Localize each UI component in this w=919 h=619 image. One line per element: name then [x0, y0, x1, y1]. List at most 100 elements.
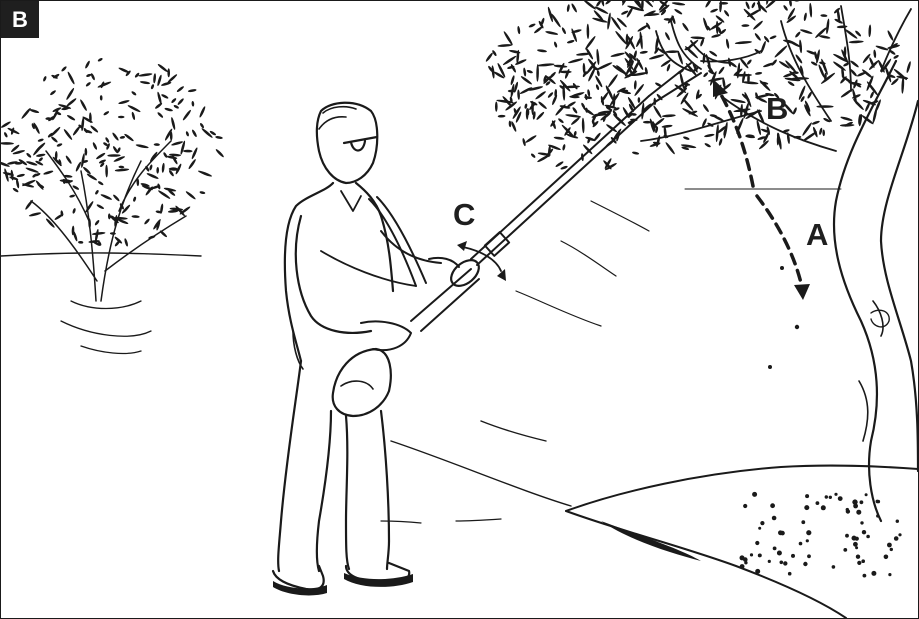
leaf-mark	[164, 107, 173, 112]
leaf-mark	[530, 153, 536, 159]
leaf-mark	[65, 87, 75, 100]
leaf-mark	[582, 118, 585, 133]
leaf-mark	[215, 148, 225, 158]
leaf-mark	[751, 2, 756, 9]
leaf-mark	[120, 136, 126, 140]
leaf-mark	[29, 212, 42, 218]
fallen-olive	[816, 501, 820, 505]
leaf-mark	[708, 77, 724, 83]
leaf-mark	[533, 25, 543, 34]
leaf-mark	[752, 20, 763, 30]
leaf-mark	[553, 136, 564, 140]
leaf-mark	[610, 52, 625, 58]
leaf-mark	[38, 157, 43, 162]
leaf-mark	[583, 63, 586, 74]
leaf-mark	[607, 12, 612, 29]
fallen-olive	[770, 503, 775, 508]
leaf-mark	[485, 52, 494, 63]
leaf-mark	[840, 116, 853, 122]
leaf-mark	[769, 35, 777, 40]
fallen-olive	[843, 548, 847, 552]
leaf-mark	[127, 104, 141, 113]
leaf-mark	[124, 238, 129, 247]
leaf-mark	[584, 94, 588, 101]
leaf-mark	[807, 91, 813, 99]
fallen-olive	[861, 559, 865, 563]
leaf-mark	[149, 151, 158, 162]
leaf-mark	[856, 71, 867, 77]
callout-c: C	[453, 199, 475, 230]
leaf-mark	[88, 218, 91, 228]
leaf-mark	[3, 132, 8, 138]
leaf-mark	[537, 154, 551, 163]
leaf-mark	[131, 112, 136, 121]
leaf-mark	[140, 81, 151, 85]
fallen-olive	[821, 505, 826, 510]
leaf-mark	[24, 199, 33, 210]
leaf-mark	[893, 68, 908, 81]
leaf-mark	[716, 21, 719, 34]
fallen-olive	[780, 561, 784, 565]
fallen-olive	[834, 493, 837, 496]
leaf-mark	[150, 84, 154, 90]
leaf-mark	[498, 115, 506, 118]
leaf-mark	[526, 69, 533, 74]
leaf-mark	[50, 126, 61, 137]
leaf-mark	[873, 49, 876, 58]
leaf-mark	[820, 14, 827, 17]
leaf-mark	[182, 109, 192, 121]
leaf-mark	[570, 117, 580, 126]
leaf-mark	[107, 154, 120, 157]
leaf-mark	[644, 13, 660, 17]
leaf-mark	[704, 142, 711, 148]
leaf-mark	[170, 117, 176, 130]
leaf-mark	[97, 81, 112, 89]
leaf-mark	[536, 64, 539, 82]
leaf-mark	[96, 204, 104, 210]
leaf-mark	[118, 99, 130, 105]
leaf-mark	[705, 1, 713, 8]
leaf-mark	[825, 18, 829, 34]
leaf-mark	[497, 44, 512, 48]
leaf-mark	[709, 50, 718, 57]
leaf-mark	[97, 57, 103, 62]
leaf-mark	[665, 141, 676, 155]
leaf-mark	[741, 24, 749, 27]
leaf-mark	[711, 33, 721, 38]
leaf-mark	[816, 105, 833, 108]
leaf-mark	[596, 49, 600, 65]
leaf-mark	[612, 113, 626, 127]
leaf-mark	[566, 4, 570, 12]
leaf-mark	[887, 30, 894, 41]
leaf-mark	[161, 163, 165, 173]
leaf-mark	[843, 62, 850, 67]
fallen-olive	[750, 553, 753, 556]
fallen-olive	[805, 494, 809, 498]
leaf-mark	[800, 28, 813, 34]
fallen-olive	[860, 521, 863, 524]
leaf-mark	[49, 90, 56, 96]
fallen-olive	[768, 560, 771, 563]
leaf-mark	[188, 158, 197, 169]
leaf-mark	[695, 89, 700, 100]
leaf-mark	[703, 72, 709, 78]
leaf-mark	[66, 114, 75, 121]
fallen-olive	[803, 562, 807, 566]
fallen-olive	[799, 542, 803, 546]
fallen-olive	[758, 554, 761, 557]
leaf-mark	[176, 85, 185, 92]
fallen-olive	[856, 555, 860, 559]
leaf-mark	[495, 101, 498, 111]
leaf-mark	[771, 59, 778, 67]
leaf-mark	[84, 60, 90, 69]
fallen-olive	[806, 539, 809, 542]
leaf-mark	[157, 111, 164, 118]
leaf-mark	[1, 142, 14, 145]
fallen-olive	[772, 516, 777, 521]
leaf-mark	[833, 7, 841, 14]
leaf-mark	[844, 46, 847, 57]
leaf-mark	[94, 219, 100, 226]
leaf-mark	[520, 75, 533, 85]
fallen-olive	[876, 500, 880, 504]
fallen-olive	[752, 492, 757, 497]
